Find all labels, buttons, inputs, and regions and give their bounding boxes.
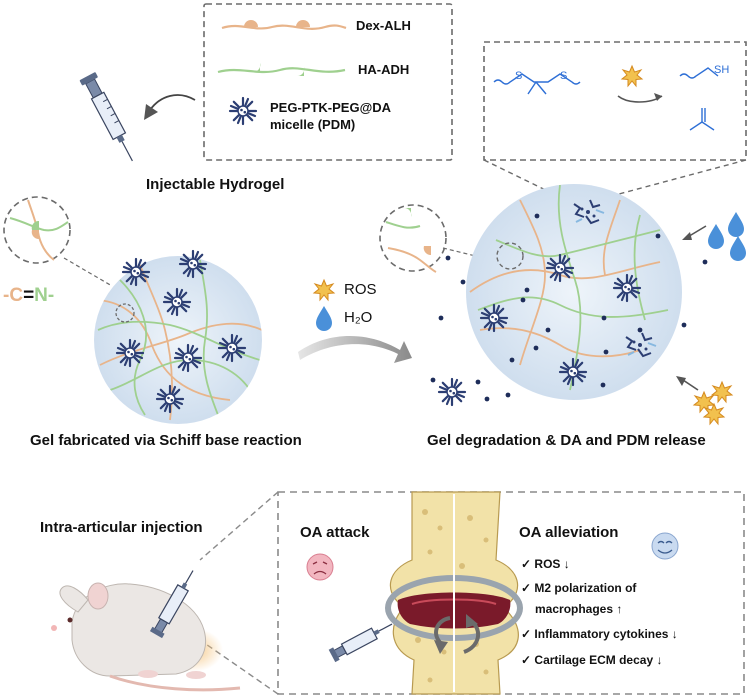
- legend-dex-alh: Dex-ALH: [356, 18, 411, 33]
- effect-item: ✓ M2 polarization of: [521, 581, 637, 595]
- legend-pdm-line1: PEG-PTK-PEG@DA: [270, 100, 392, 115]
- caption-intra-articular: Intra-articular injection: [40, 519, 203, 536]
- syringe-icon-mouse: [149, 570, 194, 639]
- crosslink-zoom-right: [379, 204, 447, 272]
- syringe-icon: [79, 72, 133, 162]
- reaction-arrow: [298, 336, 412, 363]
- ha-adh-chain: [217, 67, 346, 74]
- caption-gel-degradation: Gel degradation & DA and PDM release: [427, 432, 706, 449]
- effect-item-continued: macrophages ↑: [535, 602, 623, 616]
- oa-box: [277, 491, 745, 695]
- micelle-icon: [228, 96, 258, 126]
- chem-sh-label: SH: [714, 64, 730, 76]
- water-drop-icon: [730, 236, 746, 261]
- mouse-icon: [51, 582, 241, 692]
- sad-face-icon: [306, 553, 334, 581]
- happy-face-icon: [651, 532, 679, 560]
- svg-text:S: S: [515, 70, 522, 82]
- caption-gel-fabricated: Gel fabricated via Schiff base reaction: [30, 432, 302, 449]
- legend-ha-adh: HA-ADH: [358, 62, 410, 77]
- ptk-molecule: [493, 73, 581, 95]
- effect-item: ✓ Cartilage ECM decay ↓: [521, 653, 663, 667]
- stimulus-h2o: H₂O: [344, 309, 373, 326]
- oa-attack-label: OA attack: [300, 524, 370, 541]
- chemistry-box: [483, 41, 747, 161]
- gel-sphere-left: [94, 256, 262, 424]
- acetone-product: [689, 108, 715, 131]
- legend-pdm-line2: micelle (PDM): [270, 117, 356, 132]
- oa-alleviation-label: OA alleviation: [519, 524, 619, 541]
- knee-joint-icon: [385, 491, 523, 695]
- effect-item: ✓ ROS ↓: [521, 557, 570, 571]
- caption-injectable-hydrogel: Injectable Hydrogel: [146, 176, 285, 193]
- effect-item: ✓ Inflammatory cytokines ↓: [521, 627, 678, 641]
- dex-alh-chain: [221, 24, 347, 30]
- syringe-icon-joint: [328, 623, 393, 663]
- ros-burst-icon: [621, 65, 643, 87]
- imine-bond-label: -C=N-: [3, 285, 55, 306]
- svg-text:S: S: [560, 70, 567, 82]
- stimulus-ros: ROS: [344, 281, 377, 298]
- hydrogel-arrow: [149, 94, 196, 111]
- thiol-product: [679, 67, 719, 79]
- legend-box: [203, 3, 453, 161]
